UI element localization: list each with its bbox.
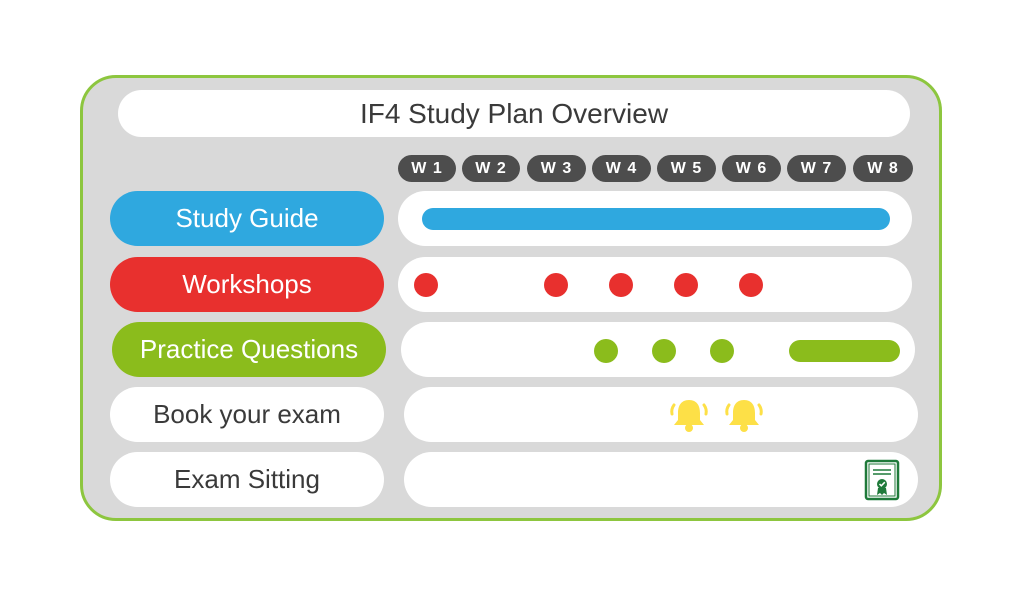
- workshop-dot-w4: [609, 273, 633, 297]
- practice-bar-w7-w8: [789, 340, 900, 362]
- week-header-1: W 1: [398, 155, 456, 182]
- row-track-workshops: [398, 257, 912, 312]
- workshop-dot-w1: [414, 273, 438, 297]
- bell-icon: [670, 400, 708, 432]
- row-track-exam-sitting: [404, 452, 918, 507]
- page-title: IF4 Study Plan Overview: [118, 90, 910, 137]
- row-label-book-exam: Book your exam: [110, 387, 384, 442]
- week-header-2: W 2: [462, 155, 520, 182]
- row-label-practice-questions: Practice Questions: [112, 322, 386, 377]
- practice-dot-w5: [652, 339, 676, 363]
- workshop-dot-w3: [544, 273, 568, 297]
- week-header-7: W 7: [787, 155, 846, 182]
- row-track-book-exam: [404, 387, 918, 442]
- practice-dot-w6: [710, 339, 734, 363]
- week-header-3: W 3: [527, 155, 586, 182]
- week-header-8: W 8: [853, 155, 913, 182]
- study-guide-bar: [422, 208, 890, 230]
- week-header-5: W 5: [657, 155, 716, 182]
- workshop-dot-w5: [674, 273, 698, 297]
- row-label-exam-sitting: Exam Sitting: [110, 452, 384, 507]
- row-label-workshops: Workshops: [110, 257, 384, 312]
- certificate-icon: [864, 459, 900, 501]
- row-label-study-guide: Study Guide: [110, 191, 384, 246]
- row-track-study-guide: [398, 191, 912, 246]
- week-header-4: W 4: [592, 155, 651, 182]
- practice-dot-w4: [594, 339, 618, 363]
- workshop-dot-w6: [739, 273, 763, 297]
- bell-icon: [725, 400, 763, 432]
- row-track-practice-questions: [401, 322, 915, 377]
- week-header-6: W 6: [722, 155, 781, 182]
